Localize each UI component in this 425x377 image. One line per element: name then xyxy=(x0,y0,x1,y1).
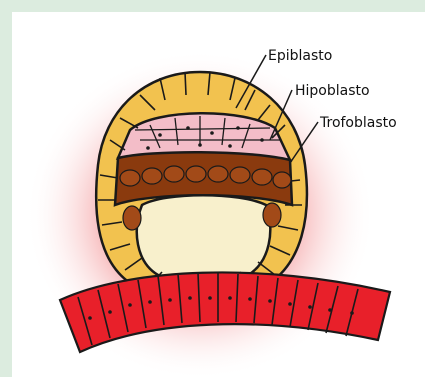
label-epiblast: Epiblasto xyxy=(268,48,332,64)
blastocoel-cavity xyxy=(137,195,270,285)
label-hypoblast: Hipoblasto xyxy=(295,83,370,99)
label-trophoblast: Trofoblasto xyxy=(319,115,397,131)
